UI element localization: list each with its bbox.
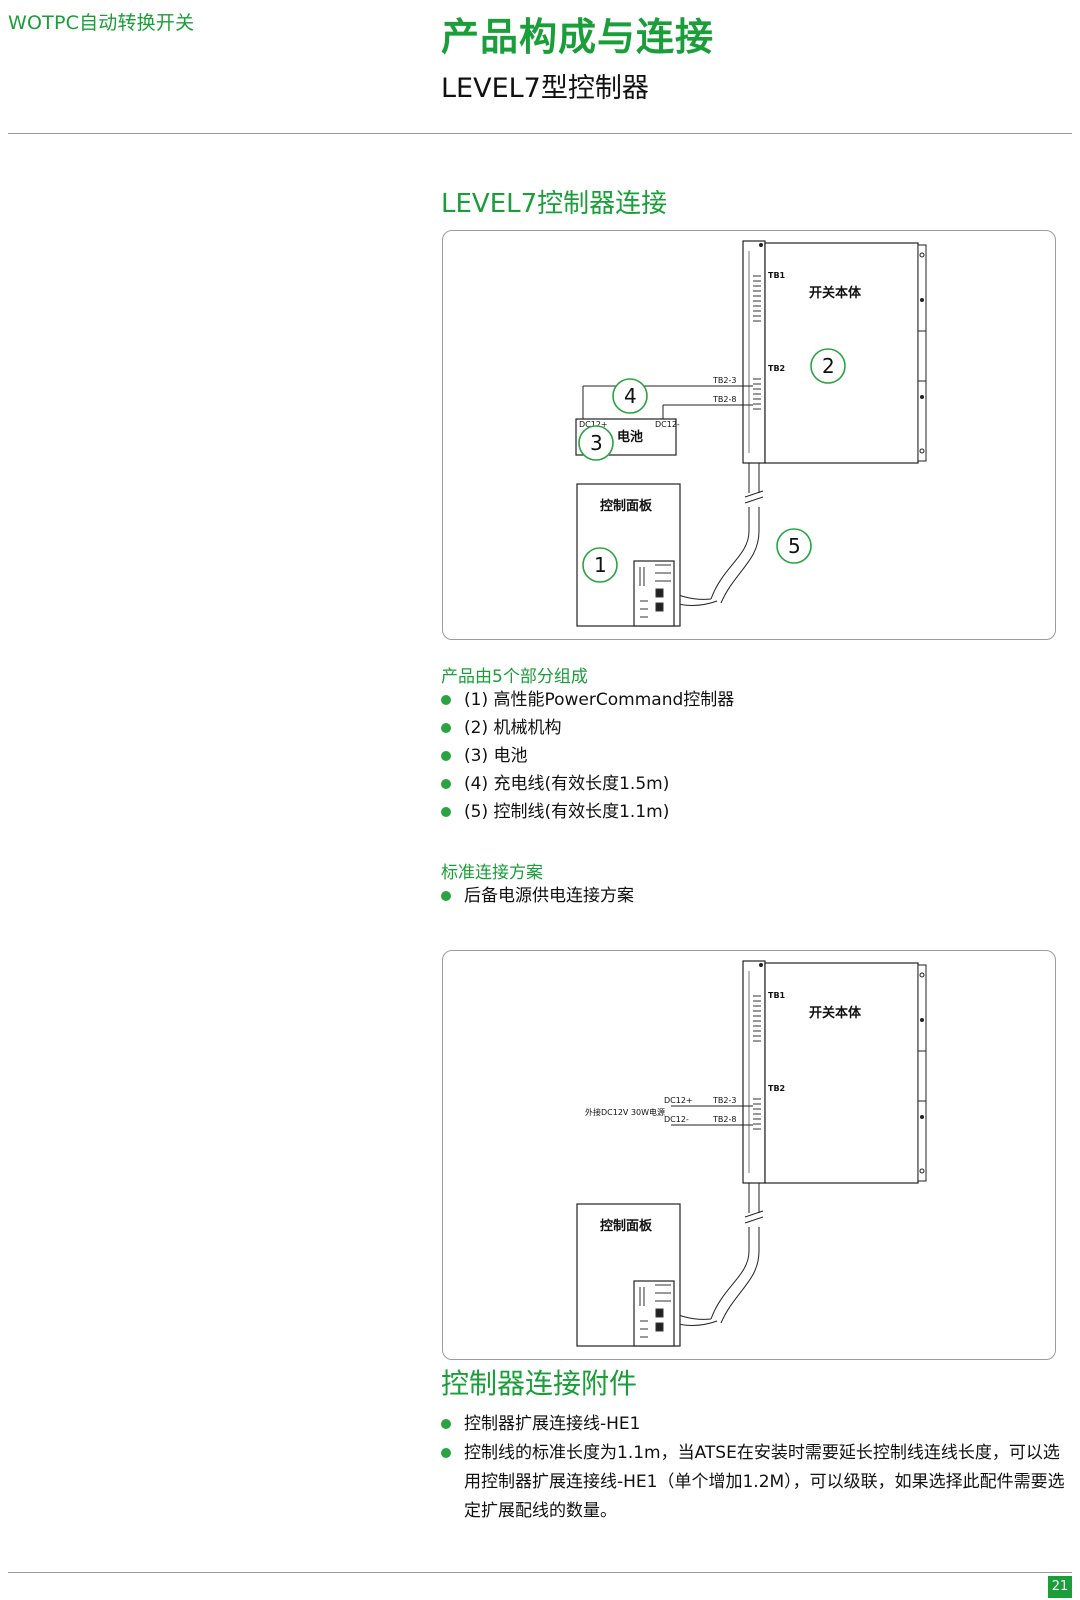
bullet-dot bbox=[441, 891, 451, 901]
header-brand: WOTPC自动转换开关 bbox=[8, 12, 195, 34]
diagram-1-svg: TB1 TB2 开关本体 TB2-3 TB2-8 DC12+ DC12- 电池 … bbox=[575, 240, 927, 627]
switch-body bbox=[764, 962, 919, 1184]
callout-4: 4 bbox=[624, 384, 637, 408]
callout-2: 2 bbox=[822, 354, 835, 378]
bullet-dot bbox=[441, 807, 451, 817]
scheme-heading: 标准连接方案 bbox=[441, 863, 543, 883]
dc-plus-label: DC12+ bbox=[664, 1096, 693, 1105]
terminal-strip bbox=[742, 960, 766, 1184]
list-item: (1) 高性能PowerCommand控制器 bbox=[441, 686, 734, 714]
tb2-terminals bbox=[753, 1098, 761, 1130]
terminal-strip bbox=[742, 240, 766, 464]
parts-heading: 产品由5个部分组成 bbox=[441, 667, 588, 687]
list-item: (5) 控制线(有效长度1.1m) bbox=[441, 798, 734, 826]
list-item-text: (1) 高性能PowerCommand控制器 bbox=[464, 690, 735, 710]
control-panel-label: 控制面板 bbox=[600, 498, 653, 514]
list-item-text: 后备电源供电连接方案 bbox=[464, 886, 634, 906]
dc-minus-label: DC12- bbox=[664, 1115, 689, 1124]
control-panel-label: 控制面板 bbox=[600, 1218, 653, 1234]
battery-label: 电池 bbox=[617, 429, 643, 445]
controller-module bbox=[633, 560, 675, 627]
external-power-label: 外接DC12V 30W电源 bbox=[585, 1107, 665, 1117]
bullet-dot bbox=[441, 1448, 451, 1458]
connection-diagram-1: TB1 TB2 开关本体 TB2-3 TB2-8 DC12+ DC12- 电池 … bbox=[442, 230, 1056, 640]
page-number: 21 bbox=[1048, 1576, 1072, 1598]
list-item-text: (5) 控制线(有效长度1.1m) bbox=[464, 802, 670, 822]
bullet-dot bbox=[441, 1419, 451, 1429]
switch-body-label: 开关本体 bbox=[809, 1005, 862, 1021]
wire-label-top: TB2-3 bbox=[712, 1096, 736, 1105]
callout-1: 1 bbox=[594, 553, 607, 577]
list-item: 控制器扩展连接线-HE1 bbox=[441, 1410, 1066, 1439]
list-item-text: (3) 电池 bbox=[464, 746, 528, 766]
wire-label-bottom: TB2-8 bbox=[712, 1115, 736, 1124]
bullet-dot bbox=[441, 723, 451, 733]
list-item: 后备电源供电连接方案 bbox=[441, 882, 634, 910]
accessories-list: 控制器扩展连接线-HE1 控制线的标准长度为1.1m，当ATSE在安装时需要延长… bbox=[441, 1410, 1066, 1526]
list-item-text: (4) 充电线(有效长度1.5m) bbox=[464, 774, 670, 794]
dc-plus-label: DC12+ bbox=[579, 420, 608, 429]
tb1-label: TB1 bbox=[768, 271, 786, 280]
tb1-terminals bbox=[753, 995, 761, 1042]
list-item: (3) 电池 bbox=[441, 742, 734, 770]
list-item: (4) 充电线(有效长度1.5m) bbox=[441, 770, 734, 798]
list-item-text: (2) 机械机构 bbox=[464, 718, 562, 738]
tb2-terminals bbox=[753, 378, 761, 410]
list-item-text: 控制器扩展连接线-HE1 bbox=[464, 1414, 641, 1434]
switch-body-label: 开关本体 bbox=[809, 285, 862, 301]
top-divider bbox=[8, 133, 1072, 134]
parts-list: (1) 高性能PowerCommand控制器 (2) 机械机构 (3) 电池 (… bbox=[441, 686, 734, 826]
bullet-dot bbox=[441, 751, 451, 761]
tb2-label: TB2 bbox=[768, 364, 785, 373]
wire-label-top: TB2-3 bbox=[712, 376, 736, 385]
page-subtitle: LEVEL7型控制器 bbox=[441, 73, 649, 104]
list-item: (2) 机械机构 bbox=[441, 714, 734, 742]
callout-3: 3 bbox=[590, 431, 603, 455]
controller-module bbox=[633, 1280, 675, 1347]
section-title: LEVEL7控制器连接 bbox=[441, 189, 668, 219]
diagram-2-svg: TB1 TB2 开关本体 DC12+ DC12- TB2-3 TB2-8 外接D… bbox=[576, 960, 927, 1347]
connection-diagram-2: TB1 TB2 开关本体 DC12+ DC12- TB2-3 TB2-8 外接D… bbox=[442, 950, 1056, 1360]
tb2-label: TB2 bbox=[768, 1084, 785, 1093]
tb1-label: TB1 bbox=[768, 991, 786, 1000]
bottom-divider bbox=[8, 1572, 1072, 1573]
control-cable bbox=[664, 463, 764, 606]
wire-label-bottom: TB2-8 bbox=[712, 395, 736, 404]
dc-minus-label: DC12- bbox=[655, 420, 680, 429]
bullet-dot bbox=[441, 695, 451, 705]
switch-body bbox=[764, 242, 919, 464]
tb1-terminals bbox=[753, 275, 761, 322]
bullet-dot bbox=[441, 779, 451, 789]
page-title: 产品构成与连接 bbox=[441, 15, 715, 59]
callout-5: 5 bbox=[788, 534, 801, 558]
list-item-text: 控制线的标准长度为1.1m，当ATSE在安装时需要延长控制线连线长度，可以选用控… bbox=[464, 1443, 1065, 1521]
accessories-title: 控制器连接附件 bbox=[441, 1367, 638, 1400]
scheme-list: 后备电源供电连接方案 bbox=[441, 882, 634, 910]
list-item: 控制线的标准长度为1.1m，当ATSE在安装时需要延长控制线连线长度，可以选用控… bbox=[441, 1439, 1066, 1526]
